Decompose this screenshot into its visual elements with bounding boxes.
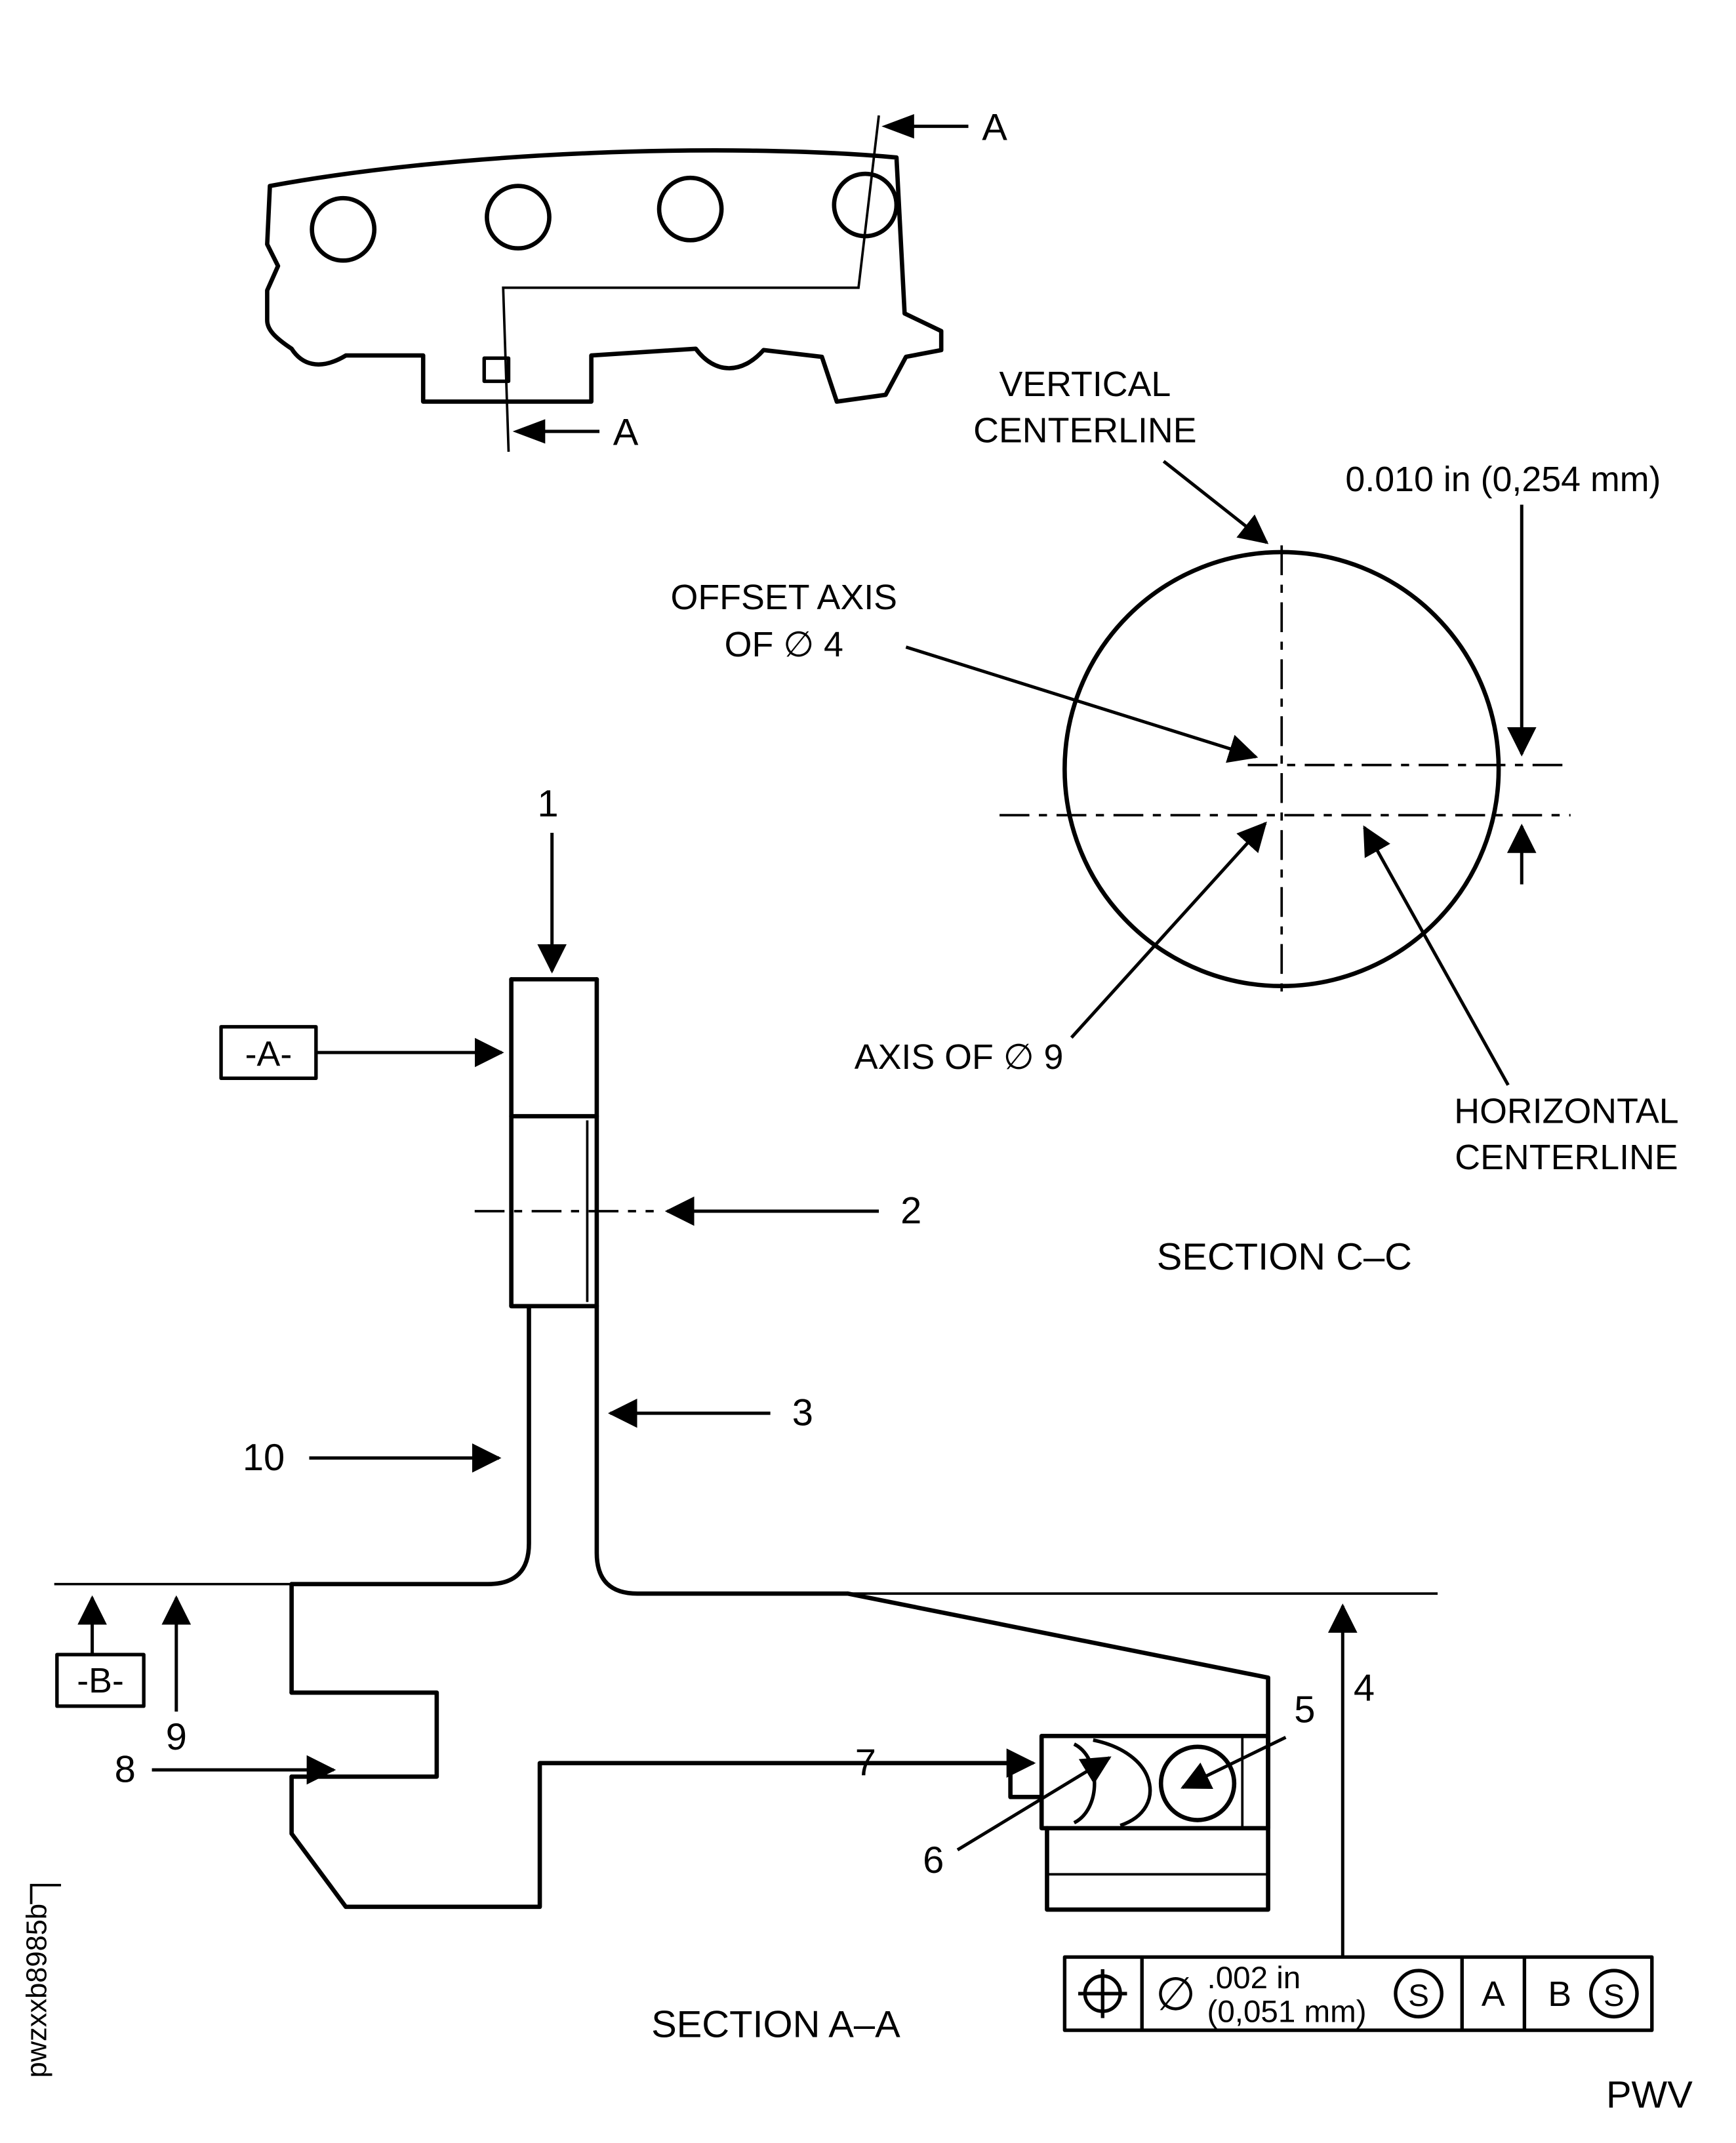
section-cc-view: VERTICAL CENTERLINE 0.010 in (0,254 mm) … bbox=[671, 365, 1679, 1278]
callout-2-label: 2 bbox=[900, 1190, 921, 1232]
top-part-view: A A bbox=[265, 106, 1007, 454]
datum-a-flag: -A- bbox=[219, 1025, 504, 1081]
section-arrow-top: A bbox=[881, 106, 1007, 148]
feature-control-frame: ∅ .002 in (0,051 mm) S A B S bbox=[1062, 1955, 1654, 2032]
fcf-tolerance-line2: (0,051 mm) bbox=[1207, 1995, 1366, 2030]
callout-6-leader bbox=[956, 1756, 1112, 1852]
datum-a-label: -A- bbox=[245, 1035, 293, 1074]
position-symbol-icon bbox=[1078, 1969, 1127, 2018]
fcf-tolerance-line1: .002 in bbox=[1207, 1961, 1301, 1995]
flange-outline bbox=[289, 1582, 1270, 1912]
vertical-centerline-label-line2: CENTERLINE bbox=[973, 411, 1196, 450]
fcf-frame bbox=[1062, 1955, 1654, 2032]
section-arrow-bottom-label: A bbox=[613, 412, 639, 454]
axis-of-dia9-leader bbox=[1070, 821, 1267, 1039]
offset-axis-label-line1: OFFSET AXIS bbox=[671, 578, 897, 617]
fcf-diameter-symbol: ∅ bbox=[1156, 1968, 1196, 2020]
section-aa-view: 1 -A- 2 3 10 -B- 9 8 7 bbox=[54, 783, 1438, 2045]
datum-b-label: -B- bbox=[77, 1661, 124, 1700]
vertical-centerline-label-line1: VERTICAL bbox=[999, 365, 1171, 404]
bolt-hole-3 bbox=[656, 175, 724, 243]
bolt-hole-2 bbox=[485, 184, 552, 251]
fcf-datum-b: B bbox=[1548, 1974, 1571, 2014]
fcf-ms2-label: S bbox=[1604, 1978, 1625, 2013]
horizontal-centerline-leader bbox=[1363, 825, 1510, 1086]
section-cc-title: SECTION C–C bbox=[1157, 1236, 1412, 1278]
callout-1-label: 1 bbox=[537, 783, 558, 825]
offset-axis-leader bbox=[905, 645, 1259, 763]
callout-5-label: 5 bbox=[1294, 1689, 1315, 1731]
callout-7-label: 7 bbox=[855, 1742, 876, 1784]
bolt-hole-1 bbox=[310, 195, 377, 263]
vertical-centerline-leader bbox=[1162, 460, 1269, 544]
footer: pwzxxb8985b PWV bbox=[21, 1883, 1693, 2116]
horizontal-centerline-label-line1: HORIZONTAL bbox=[1454, 1092, 1678, 1131]
section-arrow-bottom: A bbox=[512, 412, 639, 454]
detent-ball bbox=[1158, 1744, 1237, 1822]
fcf-ms1-label: S bbox=[1408, 1978, 1429, 2013]
datum-b-flag: -B- bbox=[55, 1595, 146, 1708]
callout-9-label: 9 bbox=[166, 1716, 187, 1758]
callout-6-label: 6 bbox=[923, 1839, 944, 1881]
callout-10-label: 10 bbox=[243, 1437, 285, 1479]
section-cut-line bbox=[502, 115, 880, 452]
shaft-outline bbox=[289, 977, 850, 1596]
callout-4-label: 4 bbox=[1354, 1668, 1375, 1710]
axis-of-dia9-label: AXIS OF ∅ 9 bbox=[855, 1037, 1064, 1077]
section-aa-title: SECTION A–A bbox=[651, 2003, 900, 2045]
material-condition-symbol-1: S bbox=[1394, 1969, 1443, 2019]
detent-cavity bbox=[1039, 1733, 1270, 1831]
detent-spring bbox=[1073, 1742, 1097, 1825]
callout-5-leader bbox=[1181, 1736, 1287, 1790]
keyway-detail bbox=[482, 356, 511, 384]
footer-code-bracket bbox=[30, 1883, 62, 1904]
footer-right-code: PWV bbox=[1606, 2074, 1693, 2116]
callout-8-label: 8 bbox=[115, 1749, 136, 1791]
section-arrow-bottom-head bbox=[512, 419, 546, 444]
footer-code: pwzxxb8985b bbox=[21, 1904, 52, 2077]
offset-dimension-label: 0.010 in (0,254 mm) bbox=[1345, 460, 1661, 499]
material-condition-symbol-2: S bbox=[1589, 1969, 1639, 2019]
callout-3-label: 3 bbox=[792, 1392, 813, 1434]
fcf-datum-a: A bbox=[1482, 1974, 1505, 2014]
offset-axis-label-line2: OF ∅ 4 bbox=[725, 625, 843, 664]
detent-spring-coil bbox=[1093, 1738, 1152, 1828]
part-outline bbox=[265, 148, 944, 404]
section-arrow-top-head bbox=[881, 114, 914, 139]
section-arrow-top-label: A bbox=[982, 106, 1007, 148]
horizontal-centerline-label-line2: CENTERLINE bbox=[1455, 1138, 1678, 1177]
